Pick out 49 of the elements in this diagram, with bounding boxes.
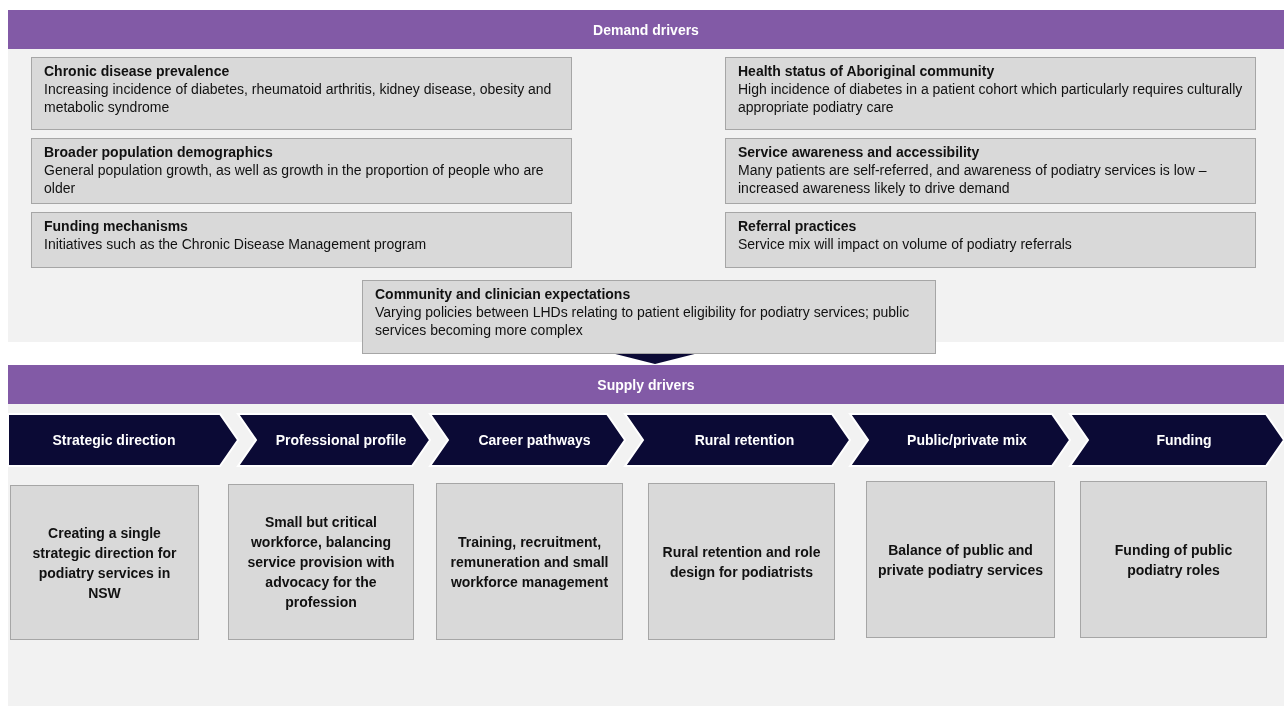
- driver-card: [31, 138, 572, 204]
- driver-card: [362, 280, 936, 354]
- card-description: Varying policies between LHDs relating to patient eligibility for podiatry services; public services becoming more complex: [375, 303, 911, 339]
- card-description: Increasing incidence of diabetes, rheumatoid arthritis, kidney disease, obesity and metabolic syndrome: [44, 80, 553, 116]
- step-label: Professional profile: [274, 432, 408, 448]
- card-description: Many patients are self-referred, and awareness of podiatry services is low – increased awareness likely to drive demand: [738, 161, 1208, 197]
- chevron-step: [430, 414, 625, 466]
- card-description: Training, recruitment, remuneration and small workforce management: [449, 532, 610, 592]
- card-description: Small but critical workforce, balancing service provision with advocacy for the profession: [246, 513, 396, 612]
- driver-card: [648, 483, 835, 640]
- card-description: High incidence of diabetes in a patient cohort which particularly requires culturally appropriate podiatry care: [738, 80, 1243, 116]
- card-description: Creating a single strategic direction for podiatry services in NSW: [31, 523, 178, 603]
- section-header-bar: [8, 365, 1284, 404]
- driver-card: [725, 212, 1256, 268]
- driver-card: [31, 212, 572, 268]
- chevron-step: [850, 414, 1070, 466]
- driver-card: [725, 138, 1256, 204]
- driver-card: [1080, 481, 1267, 638]
- chevron-step: [625, 414, 850, 466]
- card-description: General population growth, as well as growth in the proportion of people who are older: [44, 161, 545, 197]
- card-description: Initiatives such as the Chronic Disease Management program: [44, 235, 428, 253]
- card-heading: Health status of Aboriginal community: [738, 62, 996, 80]
- card-description: Balance of public and private podiatry services: [877, 540, 1044, 580]
- chevron-step: [238, 414, 430, 466]
- card-heading: Referral practices: [738, 217, 858, 235]
- driver-card: [436, 483, 623, 640]
- driver-card: [228, 484, 414, 640]
- section-title: Demand drivers: [593, 21, 699, 38]
- card-heading: Funding mechanisms: [44, 217, 189, 235]
- driver-card: [10, 485, 199, 640]
- card-heading: Chronic disease prevalence: [44, 62, 231, 80]
- step-label: Strategic direction: [52, 432, 177, 448]
- step-label: Public/private mix: [906, 432, 1028, 448]
- section-title: Supply drivers: [597, 376, 695, 393]
- step-label: Rural retention: [693, 432, 796, 448]
- chevron-step: [1070, 414, 1284, 466]
- chevron-step: [8, 414, 238, 466]
- card-heading: Community and clinician expectations: [375, 285, 632, 303]
- step-label: Career pathways: [477, 432, 592, 448]
- driver-card: [866, 481, 1055, 638]
- card-description: Service mix will impact on volume of podiatry referrals: [738, 235, 1073, 253]
- card-description: Rural retention and role design for podiatrists: [661, 542, 822, 582]
- step-label: Funding: [1155, 432, 1213, 448]
- card-description: Funding of public podiatry roles: [1113, 540, 1234, 580]
- card-heading: Service awareness and accessibility: [738, 143, 981, 161]
- section-header-bar: [8, 10, 1284, 49]
- driver-card: [725, 57, 1256, 130]
- driver-card: [31, 57, 572, 130]
- card-heading: Broader population demographics: [44, 143, 274, 161]
